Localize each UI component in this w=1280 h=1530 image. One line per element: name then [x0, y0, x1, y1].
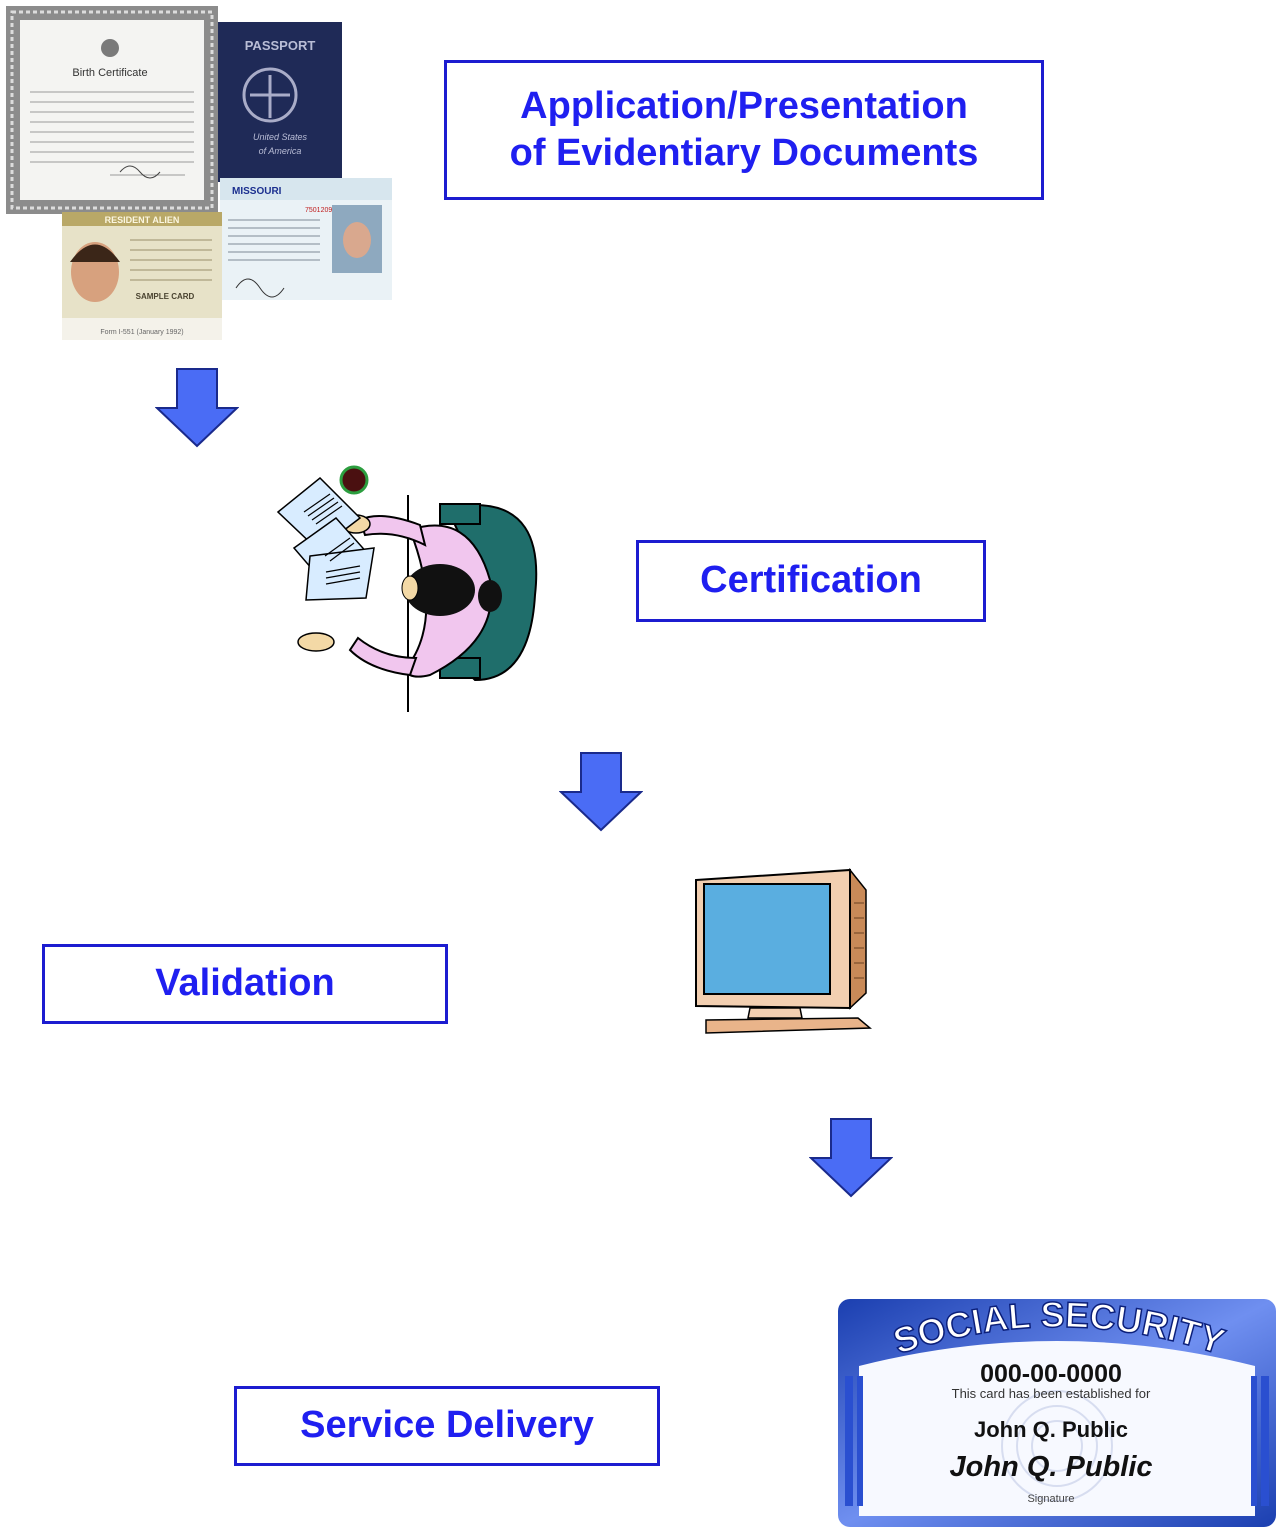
ss-card-name: John Q. Public	[974, 1417, 1128, 1442]
stage-service-delivery-label: Service Delivery	[300, 1404, 594, 1447]
ss-card-established: This card has been established for	[952, 1386, 1151, 1401]
passport-image: PASSPORT United States of America	[216, 22, 342, 182]
ss-card-number: 000-00-0000	[980, 1360, 1122, 1388]
passport-country-line1: United States	[253, 132, 308, 142]
birth-certificate-image: Birth Certificate	[6, 6, 218, 214]
stage-application-line1: Application/Presentation	[520, 84, 968, 127]
stage-box-application: Application/Presentation of Evidentiary …	[444, 60, 1044, 200]
computer-monitor-image	[695, 868, 872, 1034]
evidentiary-documents-image: PASSPORT United States of America Birth …	[6, 6, 392, 340]
stage-box-certification: Certification	[636, 540, 986, 622]
license-number: 7501209002	[305, 207, 344, 214]
license-state: MISSOURI	[232, 186, 282, 197]
drivers-license-image: MISSOURI 7501209002	[220, 178, 392, 300]
down-arrow-2	[559, 752, 643, 832]
stage-certification-label: Certification	[700, 559, 922, 602]
down-arrow-3	[809, 1118, 893, 1198]
resident-card-sample: SAMPLE CARD	[136, 292, 195, 301]
resident-card-footer: Form I-551 (January 1992)	[100, 329, 183, 336]
stage-box-validation: Validation	[42, 944, 448, 1024]
certification-clerk-image	[276, 465, 538, 712]
down-arrow-1	[155, 368, 239, 448]
ss-card-signature-label: Signature	[1027, 1493, 1074, 1505]
stage-application-line2: of Evidentiary Documents	[509, 132, 979, 174]
passport-country-line2: of America	[259, 146, 302, 156]
social-security-card-image: SOCIAL SECURITY 000-00-0000 This card ha…	[838, 1296, 1276, 1527]
stage-validation-label: Validation	[155, 962, 335, 1005]
resident-card-title: RESIDENT ALIEN	[105, 215, 180, 225]
passport-title: PASSPORT	[245, 38, 316, 53]
birth-certificate-title: Birth Certificate	[72, 67, 147, 79]
resident-alien-card-image: RESIDENT ALIEN SAMPLE CARD Form I-551 (J…	[62, 212, 222, 340]
ss-card-signature: John Q. Public	[949, 1451, 1152, 1483]
stage-box-service-delivery: Service Delivery	[234, 1386, 660, 1466]
